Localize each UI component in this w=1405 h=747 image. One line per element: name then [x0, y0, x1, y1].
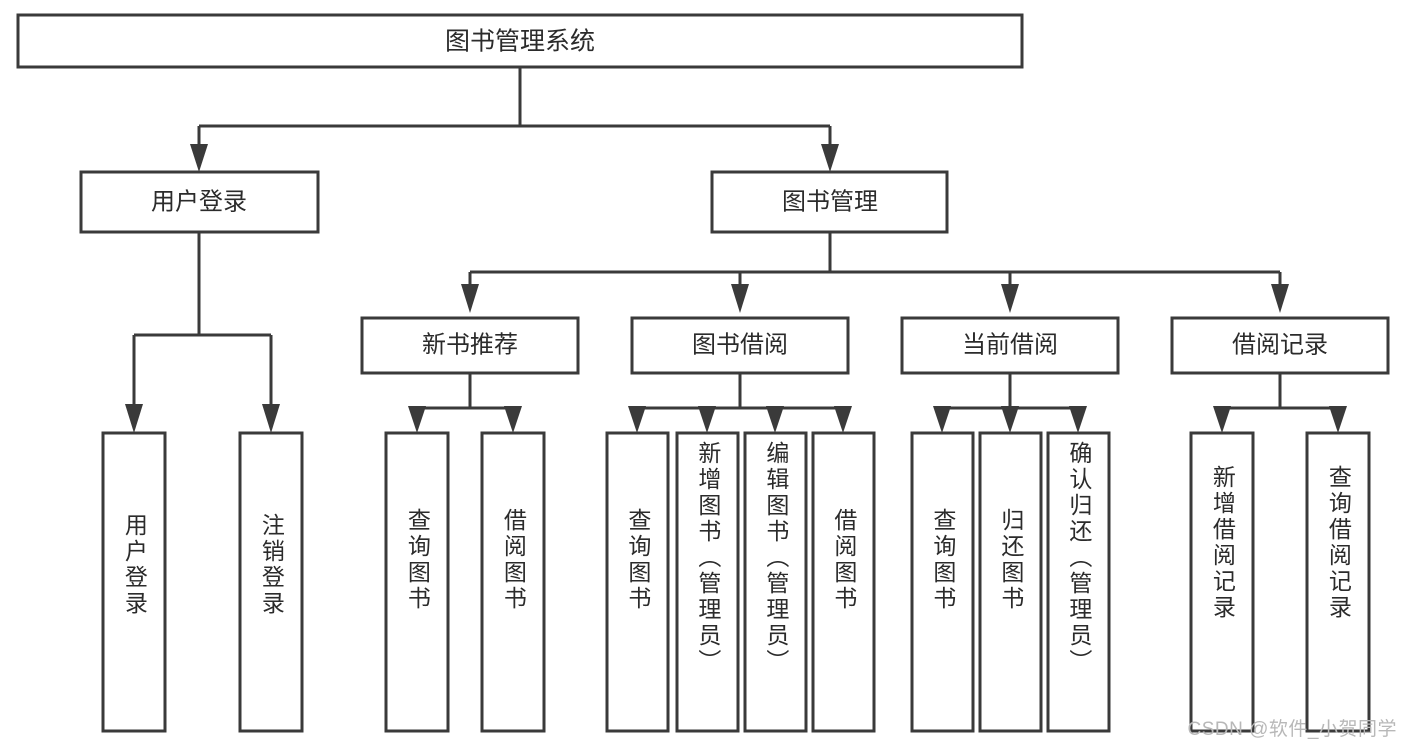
connector-borrow-record-to-leaves [1213, 373, 1347, 433]
leaf-box-user-login[interactable] [101, 431, 167, 733]
connector-book-mgmt-to-level3 [461, 232, 1289, 313]
arrow-leaf-u2 [262, 404, 280, 433]
arrow-leaf-b4 [834, 406, 852, 433]
arrow-l3-1 [461, 284, 479, 313]
arrow-leaf-r1 [1213, 406, 1231, 433]
leaf-box-bb-edit-book[interactable] [743, 431, 808, 733]
arrow-leaf-b1 [628, 406, 646, 433]
user-login-label: 用户登录 [151, 188, 247, 215]
leaf-box-cb-query-book[interactable] [910, 431, 975, 733]
leaf-box-cb-return-book[interactable] [978, 431, 1043, 733]
connector-book-borrow-to-leaves [628, 373, 852, 433]
arrow-leaf-b2 [698, 406, 716, 433]
leaf-box-bb-query-book[interactable] [605, 431, 670, 733]
leaf-box-bb-borrow-book[interactable] [811, 431, 876, 733]
node-borrow-record[interactable]: 借阅记录 [1170, 316, 1390, 375]
node-user-login[interactable]: 用户登录 [79, 170, 320, 234]
leaf-box-logout[interactable] [238, 431, 304, 733]
node-new-book-recommend[interactable]: 新书推荐 [360, 316, 580, 375]
arrow-book-mgmt [821, 144, 839, 172]
connector-root-to-level2 [190, 67, 839, 172]
root-label: 图书管理系统 [445, 28, 595, 56]
book-management-label: 图书管理 [782, 188, 878, 215]
arrow-l3-4 [1271, 284, 1289, 313]
current-borrow-box[interactable] [900, 316, 1120, 375]
connector-user-login-to-leaves [125, 232, 280, 433]
leaf-box-nbr-borrow-book[interactable] [480, 431, 546, 733]
arrow-leaf-u1 [125, 404, 143, 433]
arrow-l3-2 [731, 284, 749, 313]
leaf-box-cb-confirm-return[interactable] [1046, 431, 1111, 733]
arrow-l3-3 [1001, 284, 1019, 313]
node-root[interactable]: 图书管理系统 [16, 13, 1024, 69]
node-current-borrow[interactable]: 当前借阅 [900, 316, 1120, 375]
node-book-borrow[interactable]: 图书借阅 [630, 316, 850, 375]
new-book-recommend-box[interactable] [360, 316, 580, 375]
leaf-box-nbr-query-book[interactable] [384, 431, 450, 733]
connector-new-book-recommend-to-leaves [408, 373, 522, 433]
arrow-leaf-c3 [1069, 406, 1087, 433]
leaf-box-br-query-record[interactable] [1305, 431, 1371, 733]
watermark: CSDN @软件_小贺同学 [1187, 719, 1397, 740]
new-book-recommend-label: 新书推荐 [422, 331, 518, 358]
book-management-box[interactable] [710, 170, 949, 234]
book-borrow-box[interactable] [630, 316, 850, 375]
root-box[interactable] [16, 13, 1024, 69]
borrow-record-box[interactable] [1170, 316, 1390, 375]
arrow-leaf-c2 [1001, 406, 1019, 433]
arrow-user-login [190, 144, 208, 172]
arrow-leaf-n2 [504, 406, 522, 433]
arrow-leaf-c1 [933, 406, 951, 433]
connector-current-borrow-to-leaves [933, 373, 1087, 433]
arrow-leaf-r2 [1329, 406, 1347, 433]
current-borrow-label: 当前借阅 [962, 331, 1058, 358]
leaf-box-bb-add-book[interactable] [675, 431, 740, 733]
leaf-box-br-add-record[interactable] [1189, 431, 1255, 733]
book-borrow-label: 图书借阅 [692, 331, 788, 358]
node-book-management[interactable]: 图书管理 [710, 170, 949, 234]
borrow-record-label: 借阅记录 [1232, 331, 1328, 358]
arrow-leaf-n1 [408, 406, 426, 433]
arrow-leaf-b3 [766, 406, 784, 433]
